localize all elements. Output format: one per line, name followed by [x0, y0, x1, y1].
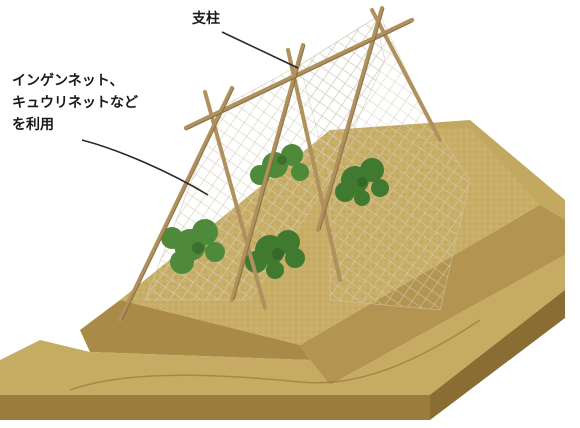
ground-front-face: [0, 395, 430, 420]
post-label: 支柱: [192, 8, 220, 30]
net-label-line-3: を利用: [12, 114, 138, 136]
net-label-line-1: インゲンネット、: [12, 70, 138, 92]
net-label: インゲンネット、 キュウリネットなど を利用: [12, 70, 138, 136]
net-label-line-2: キュウリネットなど: [12, 92, 138, 114]
